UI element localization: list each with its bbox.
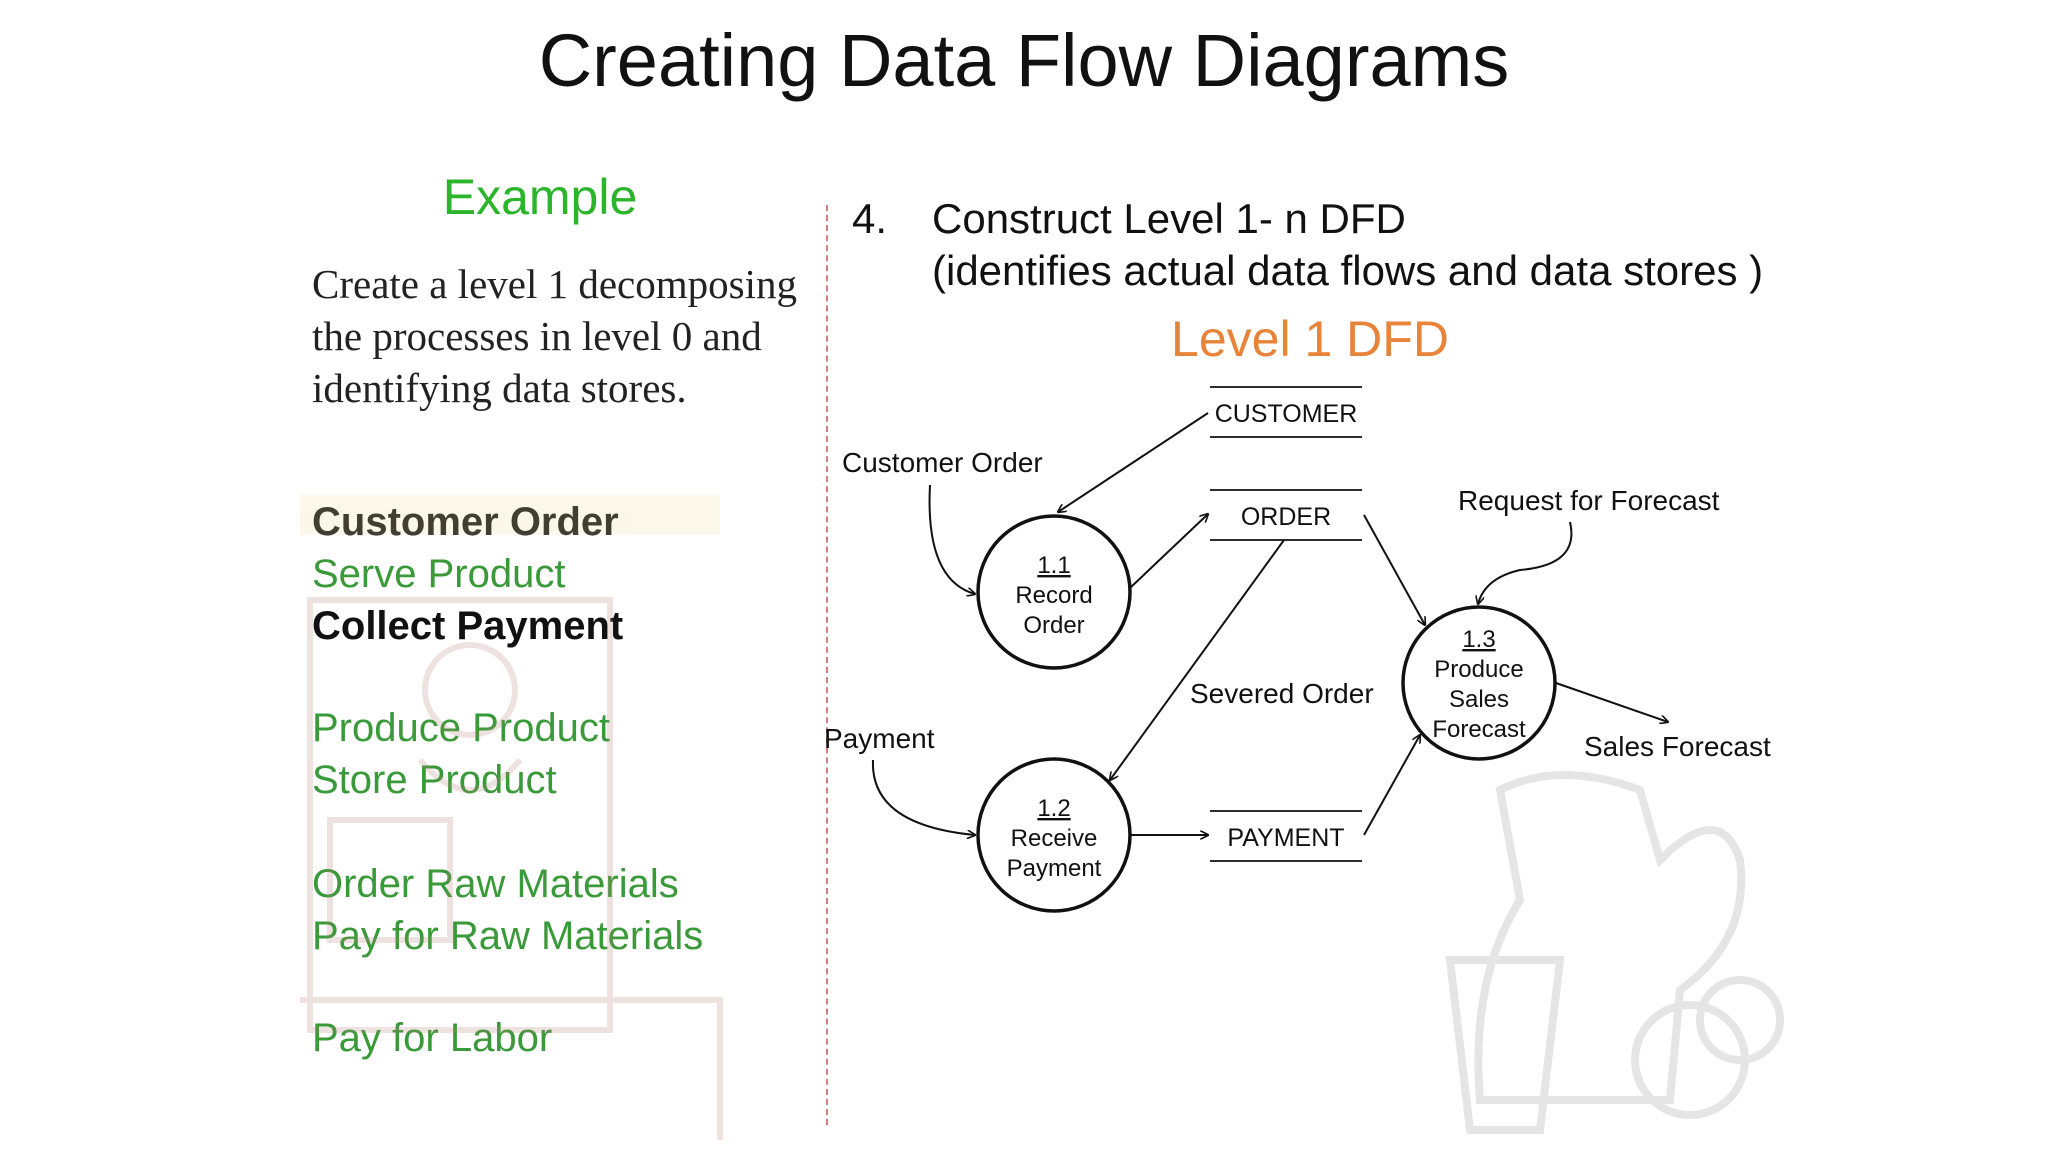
process-list-item: Pay for Raw Materials: [312, 914, 704, 958]
process-1-1: 1.1 Record Order: [976, 514, 1132, 670]
flow-payment-to-forecast: [1363, 735, 1420, 836]
process-label: Produce: [1434, 656, 1523, 683]
flow-label-request-for-forecast: Request for Forecast: [1458, 485, 1720, 516]
flow-label-payment: Payment: [824, 723, 935, 754]
process-id: 1.2: [1037, 795, 1070, 822]
process-label: Record: [1015, 582, 1092, 609]
process-list-item: Collect Payment: [312, 604, 624, 648]
dfd-flows: [871, 412, 1668, 836]
process-list-item: Customer Order: [312, 500, 619, 545]
process-list-item: Produce Product: [312, 706, 610, 750]
example-heading: Example: [442, 169, 638, 225]
data-store-label: CUSTOMER: [1215, 400, 1358, 428]
process-1-3: 1.3 Produce Sales Forecast: [1401, 605, 1557, 761]
slide-title: Creating Data Flow Diagrams: [538, 19, 1510, 102]
flow-request-forecast-in: [1478, 521, 1573, 604]
data-store-label: ORDER: [1241, 503, 1331, 531]
data-store-order: ORDER: [1210, 489, 1362, 541]
process-id: 1.1: [1037, 552, 1070, 579]
flow-customer-order-in: [928, 484, 975, 594]
lemonade-stand-illustration: [300, 495, 723, 1140]
flow-label-customer-order: Customer Order: [842, 447, 1043, 478]
diagram-heading: Level 1 DFD: [1171, 311, 1449, 367]
process-1-2: 1.2 Receive Payment: [976, 757, 1132, 913]
flow-order-to-receive: [1110, 539, 1285, 780]
process-label: Payment: [1007, 855, 1102, 882]
flow-record-to-order: [1129, 514, 1208, 589]
flow-order-to-forecast: [1363, 514, 1425, 625]
data-store-customer: CUSTOMER: [1210, 386, 1362, 438]
pitcher-illustration: [1445, 771, 1784, 1134]
intro-text: Create a level 1 decomposing the process…: [312, 261, 797, 411]
process-label: Forecast: [1432, 716, 1526, 743]
flow-label-sales-forecast: Sales Forecast: [1584, 731, 1771, 762]
process-id: 1.3: [1462, 626, 1495, 653]
flow-label-severed-order: Severed Order: [1190, 678, 1374, 709]
process-list-item: Pay for Labor: [312, 1016, 553, 1060]
process-label: Sales: [1449, 686, 1509, 713]
step-number: 4.: [852, 195, 888, 242]
process-list-item: Order Raw Materials: [312, 862, 679, 906]
process-list-item: Serve Product: [312, 552, 566, 596]
process-label: Order: [1023, 612, 1084, 639]
step-title: Construct Level 1- n DFD: [932, 195, 1406, 242]
step-subtitle: (identifies actual data flows and data s…: [932, 247, 1764, 294]
process-list-item: Store Product: [312, 758, 557, 802]
flow-forecast-out: [1555, 682, 1668, 722]
data-store-label: PAYMENT: [1227, 824, 1344, 852]
panel-divider: [826, 205, 828, 1125]
data-store-payment: PAYMENT: [1210, 810, 1362, 862]
flow-payment-in: [871, 759, 975, 835]
flow-customer-to-record: [1058, 412, 1209, 512]
process-label: Receive: [1011, 825, 1098, 852]
